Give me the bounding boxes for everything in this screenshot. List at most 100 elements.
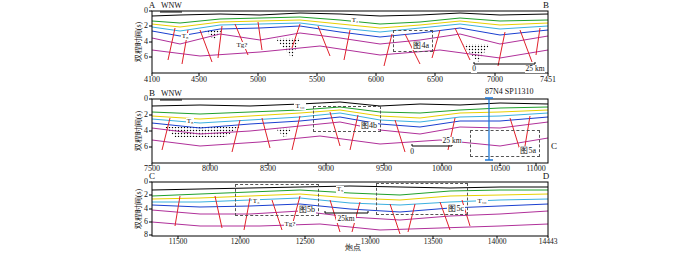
horizon-label: T₁₀ — [294, 103, 305, 110]
figure-ref-label: 图5a — [519, 147, 537, 155]
scale-label: 25 km — [525, 65, 546, 73]
scale-label: 0 — [471, 65, 477, 73]
tick-label: 6500 — [427, 76, 443, 84]
tick-label: 12500 — [296, 238, 315, 246]
tick-label: 7000 — [487, 76, 503, 84]
figure-ref-label: 图4b — [360, 122, 378, 130]
tick-label: 0 — [144, 95, 148, 103]
horizon-label: T₁₀ — [476, 198, 487, 205]
figure-ref-label: 图5c — [447, 205, 465, 213]
horizon — [152, 194, 548, 200]
dotted-body — [275, 128, 292, 138]
tick-label: 10000 — [432, 165, 452, 173]
section-end-label: B — [149, 89, 155, 98]
horizon — [152, 222, 548, 230]
section-end-label: C — [551, 142, 557, 151]
tick-label: 12000 — [231, 238, 250, 246]
tick-label: 13000 — [361, 238, 380, 246]
tick-label: 10500 — [490, 165, 510, 173]
tick-label: 11500 — [169, 238, 187, 246]
tick-label: 0 — [144, 7, 148, 15]
tick-label: 2 — [144, 111, 148, 119]
fault-lines — [175, 196, 470, 234]
figure-area-box: 图5a — [470, 130, 540, 157]
direction-line — [160, 100, 182, 101]
tick-label: 6 — [144, 143, 148, 151]
figure-ref-label: 图4a — [412, 42, 430, 50]
tick-label: 9500 — [376, 165, 392, 173]
scale-bar — [325, 211, 368, 213]
section-cd — [149, 182, 548, 238]
tick-label: 7451 — [540, 76, 556, 84]
horizon-label: T₅ — [336, 186, 345, 193]
section-ab — [149, 11, 548, 76]
tick-marks — [149, 99, 536, 166]
tick-marks — [149, 182, 548, 238]
horizon — [152, 13, 548, 16]
scale-label: 25km — [336, 215, 355, 223]
tick-label: 13500 — [424, 238, 443, 246]
scale-bar — [474, 62, 535, 64]
tick-label: 2 — [144, 191, 148, 199]
tick-label: 8500 — [260, 165, 276, 173]
profile-tie-label: 87N4 SP11310 — [484, 88, 534, 96]
figure-area-box: 图5c — [376, 183, 468, 215]
tick-label: 6000 — [368, 76, 384, 84]
figure-area-box: 图5b — [235, 184, 319, 216]
horizon — [152, 186, 548, 190]
direction-label: WNW — [160, 90, 183, 98]
tick-label: 8 — [144, 231, 148, 239]
horizon-label: T₃ — [252, 198, 261, 205]
plot-frame — [152, 182, 548, 236]
tick-label: 4100 — [144, 76, 160, 84]
tick-label: 4500 — [191, 76, 207, 84]
tick-label: 4 — [144, 205, 148, 213]
section-end-label: B — [543, 1, 549, 10]
horizon — [152, 46, 548, 58]
tie-line — [485, 98, 493, 160]
fault-lines — [168, 22, 540, 66]
axis-title: 双程时间(s) — [135, 189, 143, 229]
section-end-label: D — [543, 172, 550, 181]
tick-label: 4 — [144, 38, 148, 46]
horizon — [152, 190, 548, 196]
horizon-label: T₈ — [181, 33, 190, 40]
tick-label: 5000 — [250, 76, 266, 84]
horizon — [152, 204, 548, 212]
tick-label: 5500 — [309, 76, 325, 84]
tick-label: 6 — [144, 218, 148, 226]
tick-label: 6 — [144, 53, 148, 61]
horizon-label: Tg? — [284, 221, 297, 228]
scale-label: 0 — [409, 148, 415, 156]
tick-label: 9000 — [318, 165, 334, 173]
horizon-label: Tg? — [236, 42, 249, 49]
direction-line — [160, 12, 182, 13]
axis-title: 炮点 — [345, 244, 361, 252]
tick-label: 0 — [144, 178, 148, 186]
figure-area-box: 图4a — [393, 30, 433, 52]
tick-marks — [149, 11, 548, 76]
figure-area-box: 图4b — [313, 106, 381, 132]
section-end-label: C — [149, 172, 155, 181]
fault-lines — [162, 112, 530, 152]
axis-title: 双程时间(s) — [135, 22, 143, 62]
horizon — [152, 33, 548, 44]
figure-ref-label: 图5b — [298, 206, 316, 214]
section-bc — [149, 98, 548, 166]
horizon — [152, 198, 548, 205]
tick-label: 14443 — [539, 238, 558, 246]
tick-label: 4 — [144, 127, 148, 135]
plot-frame — [152, 99, 548, 163]
axis-title: 双程时间(s) — [135, 111, 143, 151]
tick-label: 14000 — [488, 238, 507, 246]
tick-label: 8000 — [202, 165, 218, 173]
scale-label: 25 km — [442, 137, 463, 145]
section-end-label: A — [149, 1, 156, 10]
direction-label: WNW — [160, 2, 183, 10]
horizon — [152, 17, 548, 24]
plot-frame — [152, 11, 548, 73]
horizon-label: T₂ — [351, 17, 360, 24]
tick-label: 2 — [144, 22, 148, 30]
horizon-label: T₈ — [186, 118, 195, 125]
